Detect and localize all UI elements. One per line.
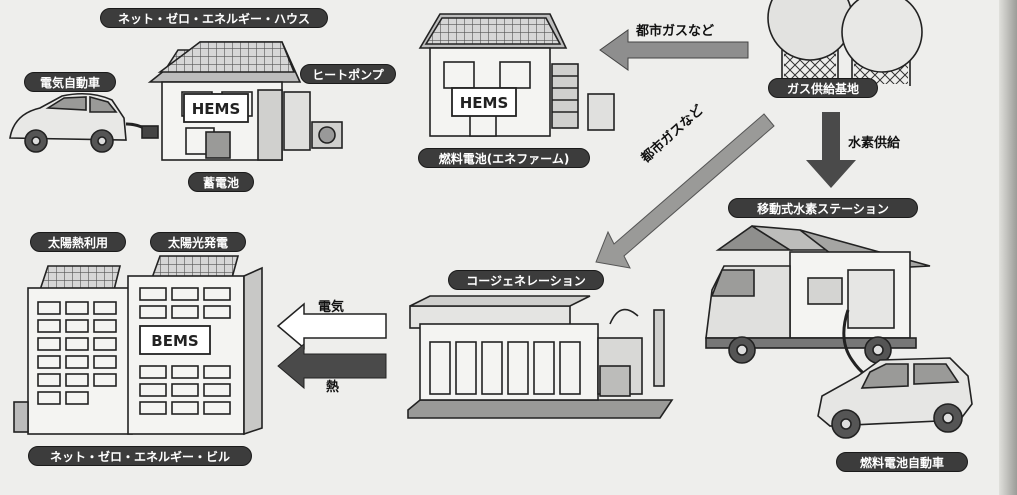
fcv-car-illustration: [817, 357, 973, 439]
label-zeb: ネット・ゼロ・エネルギー・ビル: [28, 446, 252, 466]
ev-car-illustration: [9, 92, 159, 153]
svg-text:HEMS: HEMS: [460, 94, 509, 112]
fuel-cell-house: [418, 13, 615, 137]
arrow-city-gas-to-cogeneration: [595, 113, 775, 269]
svg-text:BEMS: BEMS: [151, 332, 198, 350]
label-fcv: 燃料電池自動車: [836, 452, 968, 472]
label-zeh: ネット・ゼロ・エネルギー・ハウス: [100, 8, 328, 28]
hydrogen-station-truck: [705, 225, 931, 383]
page-edge: [999, 0, 1017, 495]
label-heat-pump: ヒートポンプ: [300, 64, 396, 84]
arrow-heat: [277, 342, 387, 390]
label-h2-station: 移動式水素ステーション: [728, 198, 918, 218]
label-cogeneration: コージェネレーション: [448, 270, 604, 290]
caption-electricity: 電気: [318, 300, 345, 315]
label-gas-base: ガス供給基地: [768, 78, 878, 98]
caption-heat: 熱: [326, 380, 340, 395]
label-battery: 蓄電池: [188, 172, 254, 192]
hems-box-house: HEMS: [183, 93, 249, 123]
hems-box-fuelcell: HEMS: [451, 87, 517, 117]
label-solar-pv: 太陽光発電: [150, 232, 246, 252]
label-ev: 電気自動車: [24, 72, 116, 92]
zeb-buildings: [13, 255, 263, 436]
label-fuel-cell: 燃料電池(エネファーム): [418, 148, 590, 168]
caption-city-gas-top: 都市ガスなど: [636, 24, 715, 39]
arrow-city-gas-to-fuelcell: [599, 29, 749, 71]
arrow-hydrogen-supply: [806, 112, 856, 188]
caption-hydrogen-supply: 水素供給: [848, 136, 901, 151]
bems-box: BEMS: [139, 325, 211, 355]
svg-text:HEMS: HEMS: [192, 100, 241, 118]
label-solar-thermal: 太陽熱利用: [30, 232, 126, 252]
cogeneration-unit: [407, 295, 674, 419]
gas-storage-tanks: [767, 0, 923, 86]
